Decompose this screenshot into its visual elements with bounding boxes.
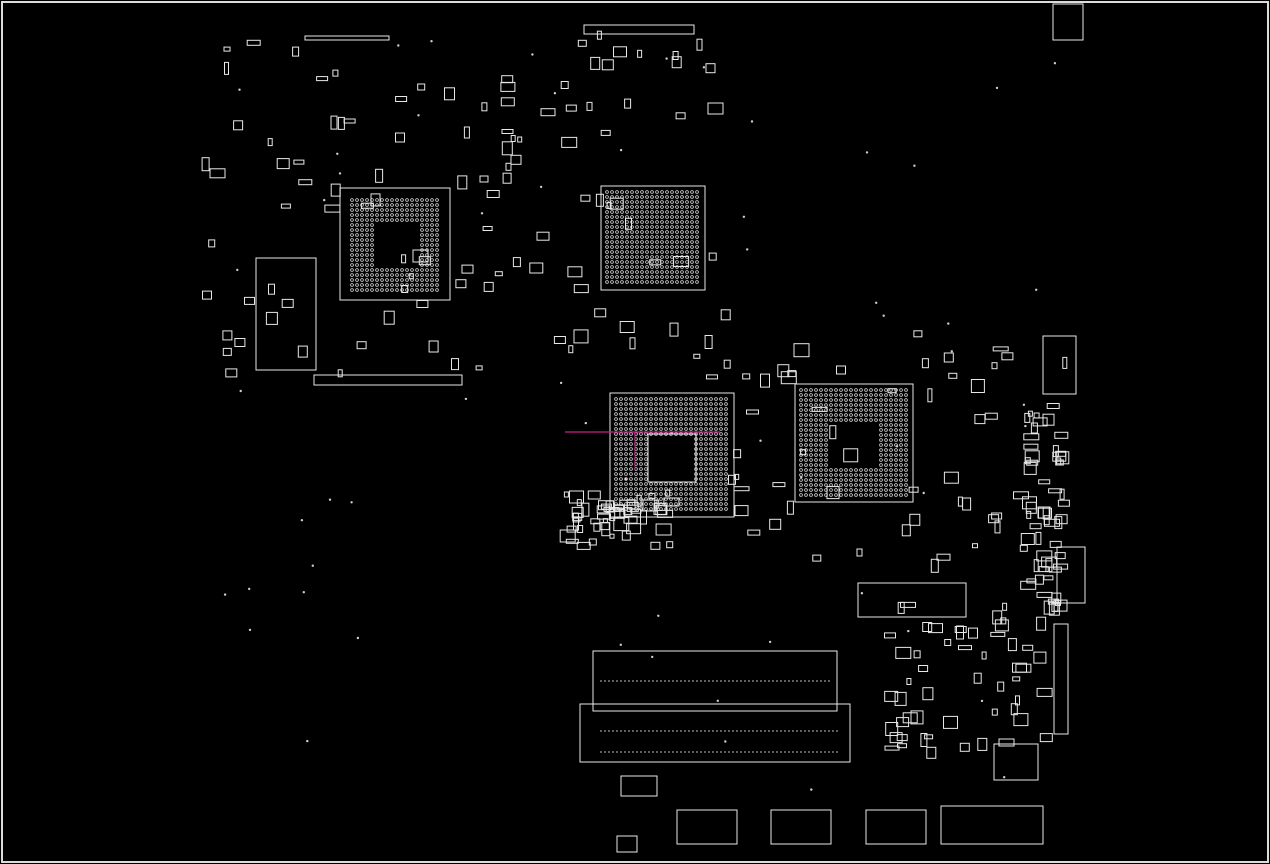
right-connector-2[interactable] xyxy=(1056,546,1086,604)
test-points xyxy=(223,40,1057,791)
usb-3[interactable] xyxy=(865,809,927,845)
right-mid-connector[interactable] xyxy=(857,582,967,618)
left-header-strip[interactable] xyxy=(313,374,463,386)
gpu-bga[interactable] xyxy=(339,187,451,301)
small-connector[interactable] xyxy=(616,835,638,853)
top-right-module[interactable] xyxy=(1052,3,1084,41)
top-left-strip[interactable] xyxy=(304,35,390,41)
right-connector-1[interactable] xyxy=(1042,335,1077,395)
right-bottom-ic[interactable] xyxy=(993,743,1039,781)
usb-1[interactable] xyxy=(676,809,738,845)
passive-components[interactable] xyxy=(201,30,1070,759)
left-module[interactable] xyxy=(255,257,317,371)
pch-core xyxy=(647,433,697,483)
usb-2[interactable] xyxy=(770,809,832,845)
so-dimm-1[interactable] xyxy=(592,650,838,712)
cpu-bga[interactable] xyxy=(600,185,706,291)
pch-bga[interactable] xyxy=(609,392,735,518)
so-dimm-2[interactable] xyxy=(579,703,851,763)
right-strip-connector[interactable] xyxy=(1053,623,1069,735)
bottom-ic[interactable] xyxy=(620,775,658,797)
vram-bga[interactable] xyxy=(794,383,914,503)
dc-jack[interactable] xyxy=(940,805,1044,845)
top-connector-strip[interactable] xyxy=(583,24,695,35)
